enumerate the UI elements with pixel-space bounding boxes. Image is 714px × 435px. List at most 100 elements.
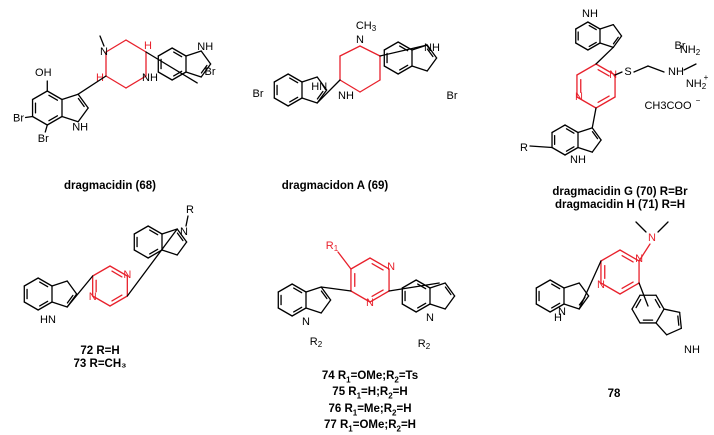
pyrrole-bond bbox=[680, 312, 682, 328]
benzene-bond bbox=[158, 48, 172, 56]
double-bond bbox=[445, 287, 450, 294]
benzene-bond bbox=[402, 304, 416, 312]
pyrrole-bond bbox=[430, 304, 445, 309]
n-methyl-bond bbox=[636, 222, 646, 232]
caption-dragmacidin-68: dragmacidin (68) bbox=[40, 180, 180, 193]
benzene-bond bbox=[278, 308, 292, 316]
pyrrole-bond bbox=[578, 128, 592, 133]
r2-label: R2 bbox=[418, 338, 431, 351]
pyrrole-bond bbox=[578, 148, 592, 153]
n-methyl-bond bbox=[100, 36, 104, 46]
pyrrole-bond bbox=[564, 304, 579, 309]
benzene-bond bbox=[134, 250, 148, 258]
benzene-bond bbox=[632, 309, 640, 323]
br-label: Br bbox=[205, 66, 216, 78]
benzene-bond bbox=[158, 72, 172, 80]
caption-line: 77 R1=OMe;R2=H bbox=[310, 419, 430, 435]
nh-label: NH bbox=[197, 41, 213, 53]
n-label: N bbox=[648, 232, 656, 244]
n-label: N bbox=[426, 312, 434, 324]
nh-label: NH bbox=[338, 90, 354, 102]
benzene-bond bbox=[536, 280, 550, 288]
n-label: N bbox=[387, 261, 395, 273]
linker-bond bbox=[596, 47, 613, 64]
n-label: N bbox=[366, 297, 374, 309]
pyrrole-bond bbox=[186, 72, 201, 77]
pyrrole-bond bbox=[667, 328, 682, 335]
r-label: R bbox=[520, 142, 528, 154]
double-bond bbox=[321, 291, 326, 298]
pyrrole-bond bbox=[656, 323, 667, 335]
double-bond bbox=[78, 99, 84, 107]
pyrrole-bond bbox=[62, 94, 78, 99]
n-label: N bbox=[635, 253, 643, 265]
pyrrole-bond bbox=[592, 140, 601, 152]
caption-78: 78 bbox=[594, 388, 634, 401]
br-label: Br bbox=[13, 112, 24, 124]
pyrrole-bond bbox=[306, 308, 321, 313]
n-label: N bbox=[302, 316, 310, 328]
bond bbox=[126, 40, 146, 52]
n-label: N bbox=[575, 91, 583, 103]
n-label: N bbox=[180, 226, 188, 238]
pyrrole-bond bbox=[321, 300, 330, 313]
nh-label: NH bbox=[142, 72, 158, 84]
n-label: N bbox=[597, 279, 605, 291]
acetate-label: CH3COO bbox=[644, 100, 692, 112]
pyrrole-bond bbox=[52, 281, 67, 286]
nh-label: NH bbox=[684, 344, 700, 356]
nh2-label: NH2 bbox=[680, 44, 701, 57]
pyrrole-bond bbox=[177, 242, 186, 255]
benzene-bond bbox=[536, 304, 550, 312]
benzene-bond bbox=[134, 226, 148, 234]
benzene-bond bbox=[33, 91, 48, 100]
caption-line: 76 R1=Me;R2=H bbox=[310, 403, 430, 419]
br-label: Br bbox=[38, 133, 49, 145]
piperazine-bond bbox=[360, 80, 380, 92]
nh-label: NH bbox=[570, 154, 586, 166]
s-label: S bbox=[624, 66, 631, 78]
n-label: N bbox=[123, 269, 131, 281]
benzene-bond bbox=[274, 74, 288, 82]
pyrrole-bond bbox=[664, 309, 680, 312]
double-bond bbox=[678, 316, 679, 325]
pyrrole-bond bbox=[67, 281, 76, 294]
pyrrole-bond bbox=[613, 25, 621, 36]
n-label: N bbox=[100, 46, 108, 58]
c-r1-bond bbox=[338, 252, 351, 269]
chain-bond bbox=[648, 66, 664, 72]
caption-dragmacidon-a-69: dragmacidon A (69) bbox=[265, 180, 405, 193]
linker-bond bbox=[639, 283, 648, 306]
br-label: Br bbox=[447, 90, 458, 102]
pyrrole-bond bbox=[600, 43, 613, 47]
br-label: Br bbox=[253, 88, 264, 100]
minus-label: − bbox=[696, 96, 701, 105]
caption-line: 75 R1=H;R2=H bbox=[310, 386, 430, 402]
linker-bond bbox=[380, 45, 427, 56]
r-label: R bbox=[186, 204, 194, 216]
pyrrole-bond bbox=[412, 66, 427, 71]
caption-dragmacidin-g-h: dragmacidin G (70) R=Br dragmacidin H (7… bbox=[530, 186, 710, 212]
hn-label: HN bbox=[40, 314, 56, 326]
c-r-bond bbox=[530, 146, 552, 148]
h-label: H bbox=[144, 40, 152, 52]
benzene-bond bbox=[24, 278, 38, 286]
benzene-bond bbox=[656, 309, 664, 323]
pyrrole-bond bbox=[600, 25, 613, 29]
caption-72-73: 72 R=H 73 R=CH₃ bbox=[70, 345, 130, 371]
ch3-label: CH3 bbox=[356, 20, 377, 33]
benzene-bond bbox=[274, 98, 288, 106]
n-methyl-bond bbox=[658, 222, 668, 232]
plus-label: + bbox=[704, 73, 709, 82]
benzene-bond bbox=[576, 43, 588, 50]
benzene-bond bbox=[552, 148, 565, 156]
c-br-bond bbox=[26, 117, 33, 118]
pyrrole-bond bbox=[306, 287, 321, 292]
nh-label: NH bbox=[668, 66, 684, 78]
nh-label: NH bbox=[424, 42, 440, 54]
pyrazine-bond bbox=[93, 266, 110, 276]
caption-line: 74 R1=OMe;R2=Ts bbox=[310, 370, 430, 386]
r2-label: R2 bbox=[310, 336, 323, 349]
benzene-bond bbox=[278, 284, 292, 292]
